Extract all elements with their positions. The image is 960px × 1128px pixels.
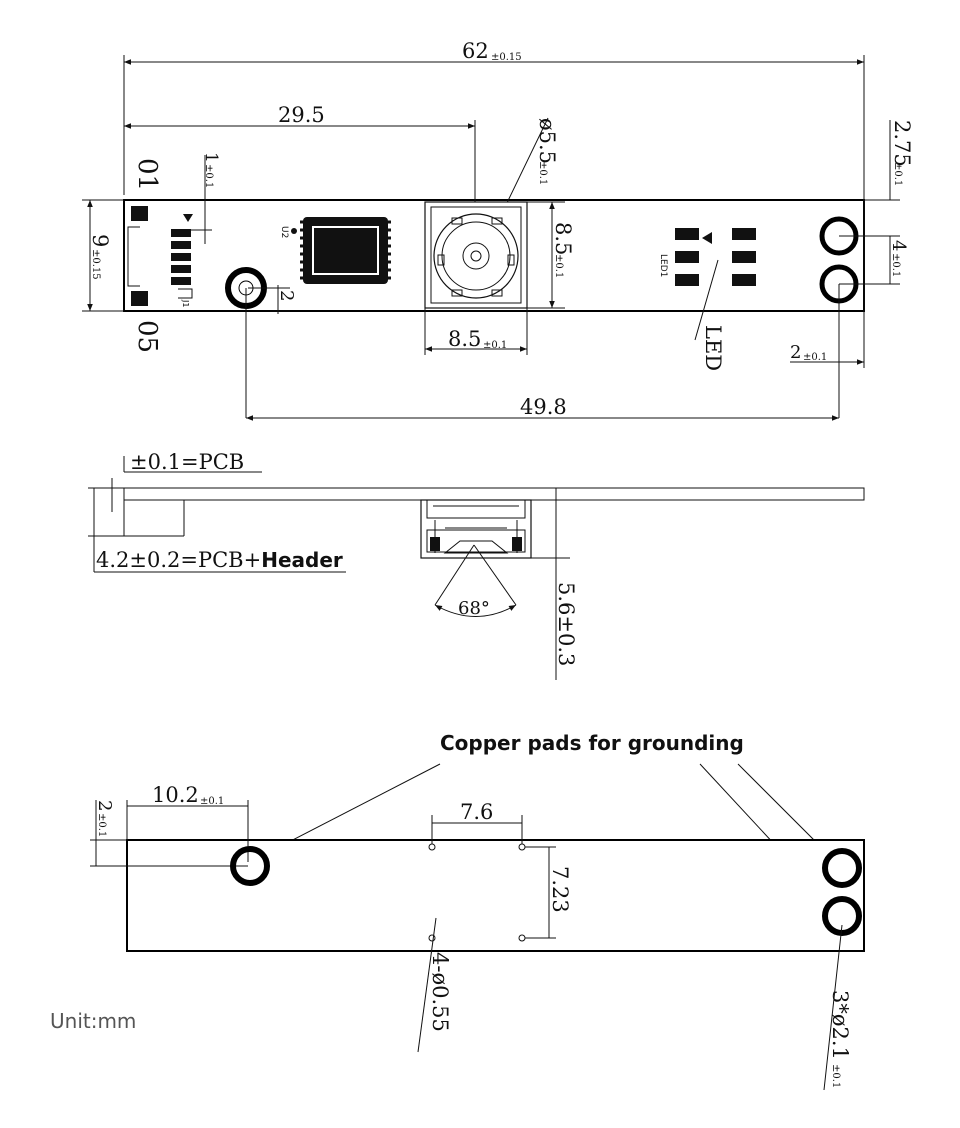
dim-62: 62 <box>462 39 489 63</box>
dim-2-75: 2.75 <box>890 120 914 167</box>
dim-header-height: 4.2±0.2=PCB+Header <box>96 548 343 572</box>
dim-large-holes-tol: ±0.1 <box>830 1064 841 1088</box>
dim-hole-offset: 2 <box>276 290 297 301</box>
dim-pcb-thickness: ±0.1=PCB <box>130 450 244 474</box>
ground-pad-bottom-1 <box>822 848 862 888</box>
dim-hole-y: 2 <box>94 800 115 811</box>
grounding-callout: Copper pads for grounding <box>440 731 744 755</box>
lens-side-view <box>420 499 532 559</box>
dim-pin-y: 7.23 <box>548 866 572 913</box>
dim-lens-width-tol: ±0.1 <box>483 340 507 351</box>
dim-lens-height-tol: ±0.1 <box>553 254 564 278</box>
mounting-hole-bottom <box>230 846 270 886</box>
dim-lens-diameter: ø5.5 <box>535 118 559 164</box>
dim-pad-spacing-tol: ±0.1 <box>890 253 901 277</box>
small-hole-4 <box>518 934 526 942</box>
dim-pad-edge-tol: ±0.1 <box>803 352 827 363</box>
lens-module <box>424 201 528 309</box>
dim-hole-x: 10.2 <box>152 783 199 807</box>
dim-small-holes: 4-ø0.55 <box>428 952 452 1032</box>
dim-29-5: 29.5 <box>278 103 325 127</box>
small-hole-2 <box>518 843 526 851</box>
dim-lens-width: 8.5 <box>448 327 481 351</box>
ground-pad-bottom-2 <box>822 896 862 936</box>
led-ref: LED1 <box>658 254 668 277</box>
dim-pad-spacing: 4 <box>888 240 909 251</box>
dim-lens-height: 8.5 <box>551 222 575 255</box>
dim-fov: 68° <box>458 598 490 619</box>
bottom-pcb-outline <box>126 839 865 952</box>
connector-ref: J1 <box>181 299 190 307</box>
dim-lens-stack: 5.6±0.3 <box>554 582 578 666</box>
top-view: 62 ±0.15 29.5 ø5.5 ±0.1 2.75 ±0.1 9 ±0.1… <box>82 39 914 421</box>
bottom-view: Copper pads for grounding 10.2 ±0.1 2 ±0… <box>50 731 865 1091</box>
unit-label: Unit:mm <box>50 1009 136 1033</box>
dim-pitch: 1 <box>201 152 221 163</box>
dim-hole-y-tol: ±0.1 <box>96 813 107 837</box>
dim-9: 9 <box>88 234 112 247</box>
pin-label-01: 01 <box>132 158 162 191</box>
side-pcb <box>123 487 865 501</box>
dim-2-75-tol: ±0.1 <box>892 162 903 186</box>
pin-label-05: 05 <box>132 320 162 353</box>
dim-pad-edge: 2 <box>790 342 801 363</box>
dim-pin-x: 7.6 <box>460 800 493 824</box>
dim-49-8: 49.8 <box>520 395 567 419</box>
dim-lens-diameter-tol: ±0.1 <box>537 161 548 185</box>
side-view: ±0.1=PCB 4.2±0.2=PCB+Header 68° <box>88 450 865 680</box>
dim-9-tol: ±0.15 <box>90 249 101 280</box>
led1: LED1 LED <box>658 228 756 371</box>
connector-j1: J1 <box>127 206 193 307</box>
dim-large-holes: 3*ø2.1 <box>828 990 852 1060</box>
ic-u2: U2 <box>279 217 391 284</box>
dim-pitch-tol: ±0.1 <box>203 164 214 188</box>
ic-ref: U2 <box>279 226 289 238</box>
dim-62-tol: ±0.15 <box>491 52 522 63</box>
dim-hole-x-tol: ±0.1 <box>200 796 224 807</box>
led-label: LED <box>701 325 725 371</box>
small-hole-1 <box>428 843 436 851</box>
